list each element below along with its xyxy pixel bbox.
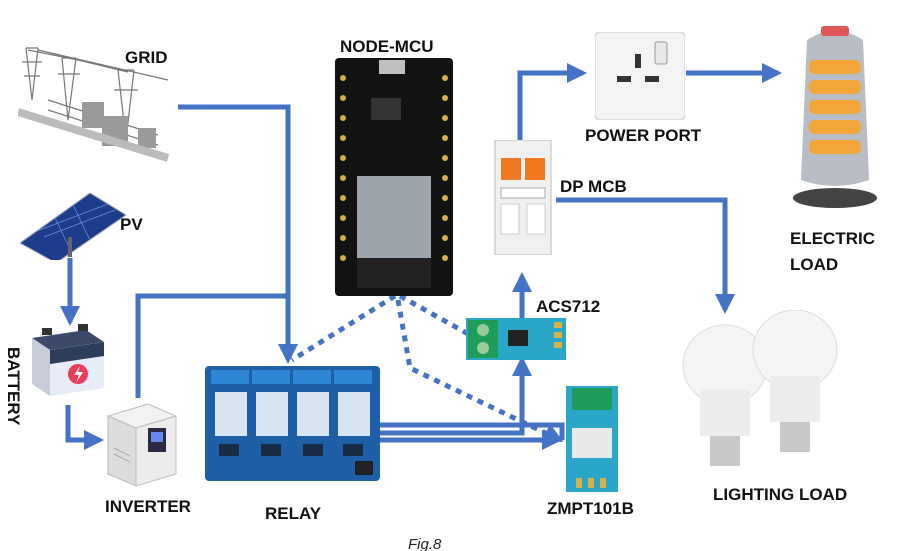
node-mcu-label: NODE-MCU [340, 37, 434, 56]
electric-load-label-1: ELECTRIC [790, 229, 875, 248]
pv-label: PV [120, 215, 143, 234]
solar-panel-icon [20, 192, 127, 260]
relay-to-acs712-wire [380, 356, 532, 436]
relay-module-icon [205, 366, 380, 481]
zmpt101b-sensor-icon [566, 386, 618, 492]
power-socket-icon [595, 32, 685, 120]
battery-icon [32, 324, 104, 396]
mcb-to-power-port-wire [517, 63, 587, 150]
substation-icon [18, 47, 170, 162]
lighting-load-label: LIGHTING LOAD [713, 485, 848, 504]
dp-mcb-icon [494, 140, 552, 255]
grid-to-relay-wire [178, 104, 298, 364]
led-bulb-icon [682, 310, 838, 466]
dp-mcb-label: DP MCB [560, 177, 627, 196]
mcu-to-relay-signal [290, 293, 397, 363]
inverter-to-relay-wire [135, 293, 288, 398]
mcb-to-lighting-wire [556, 197, 735, 314]
inverter-icon [106, 403, 178, 487]
mcu-to-acs712-signal [398, 293, 472, 338]
battery-to-inverter-wire [65, 405, 104, 450]
power-port-label: POWER PORT [585, 126, 702, 145]
relay-label: RELAY [265, 504, 322, 523]
zmpt101b-label: ZMPT101B [547, 499, 634, 518]
battery-label: BATTERY [4, 347, 23, 426]
figure-caption: Fig.8 [408, 536, 442, 551]
grid-label: GRID [125, 48, 168, 67]
acs712-label: ACS712 [536, 297, 601, 316]
electric-load-label-2: LOAD [790, 255, 839, 274]
acs712-sensor-icon [466, 318, 566, 360]
inverter-label: INVERTER [105, 497, 191, 516]
nodemcu-board-icon [335, 58, 453, 296]
heater-icon [793, 26, 877, 208]
